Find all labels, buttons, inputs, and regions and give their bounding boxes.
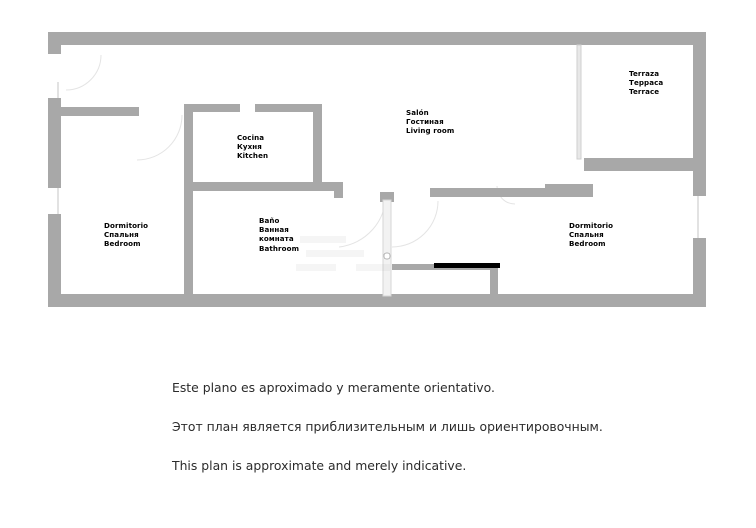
room-label-terrace-en: Terrace <box>629 87 660 97</box>
wall-bathroom-notch <box>334 188 343 198</box>
wall-hall-right <box>430 188 545 197</box>
room-label-kitchen: Cocina Кухня Kitchen <box>237 133 268 161</box>
wall-terrace-bottom <box>584 158 706 171</box>
door-arc-entry <box>65 54 102 91</box>
door-arc-hall-left <box>338 193 387 248</box>
wall-left-lower <box>48 214 61 306</box>
room-label-bathroom-ru-1: Ванная <box>259 225 289 235</box>
wall-right-lower <box>693 238 706 307</box>
room-label-kitchen-ru: Кухня <box>237 142 262 152</box>
disclaimer-es: Este plano es aproximado y meramente ori… <box>172 380 495 395</box>
room-label-terrace: Terraza Терраса Terrace <box>629 69 663 97</box>
room-label-bedroom-right: Dormitorio Спальня Bedroom <box>569 221 613 249</box>
room-label-living-room-es: Salón <box>406 108 429 117</box>
partition-hallway <box>382 199 392 297</box>
room-label-kitchen-es: Cocina <box>237 133 265 142</box>
disclaimer-ru: Этот план является приблизительным и лиш… <box>172 419 603 434</box>
room-label-bathroom-es: Baño <box>259 216 280 225</box>
room-label-terrace-ru: Терраса <box>629 78 664 88</box>
wall-bathroom-top-right <box>313 182 343 191</box>
wall-kitchen-top-right <box>255 104 321 112</box>
wall-left-middle <box>48 98 61 188</box>
wall-right-upper <box>693 32 706 196</box>
wall-kitchen-bottom <box>184 182 322 191</box>
room-label-bedroom-right-en: Bedroom <box>569 239 606 249</box>
wall-bottom <box>48 294 706 307</box>
wall-hall-pier-cap <box>380 192 394 202</box>
room-label-bedroom-left-es: Dormitorio <box>104 221 149 230</box>
door-arc-bedroom-left <box>136 114 183 161</box>
room-label-terrace-es: Terraza <box>629 69 660 78</box>
wall-bathroom-left <box>184 191 193 296</box>
disclaimer-en: This plan is approximate and merely indi… <box>172 458 467 473</box>
wall-left-top-stub <box>48 32 61 54</box>
wall-bedroom-left-top <box>61 107 139 116</box>
wall-kitchen-left <box>184 104 193 190</box>
room-label-living-room: Salón Гостиная Living room <box>406 108 454 136</box>
room-label-bedroom-left: Dormitorio Спальня Bedroom <box>104 221 148 249</box>
sliding-partitions <box>382 44 582 297</box>
walls <box>48 32 706 307</box>
window-openings <box>57 82 699 238</box>
wall-counter-return <box>490 264 498 296</box>
room-label-bedroom-left-ru: Спальня <box>104 230 139 240</box>
wall-top-terrace <box>596 32 706 45</box>
glazing-terrace <box>576 44 582 160</box>
room-label-living-room-ru: Гостиная <box>406 117 444 127</box>
room-label-bathroom-en: Bathroom <box>259 243 300 253</box>
wall-hall-right-end <box>536 188 545 197</box>
room-label-bedroom-left-en: Bedroom <box>104 239 141 249</box>
room-label-bathroom: Baño Ванная комната Bathroom <box>259 216 299 253</box>
wall-top-main <box>48 32 584 45</box>
room-label-bedroom-right-es: Dormitorio <box>569 221 614 230</box>
disclaimer-block: Este plano es aproximado y meramente ori… <box>172 380 732 473</box>
door-pivot-icon <box>383 252 391 260</box>
wall-kitchen-top-left <box>184 104 240 112</box>
door-swing-arcs <box>65 54 516 248</box>
room-label-bathroom-ru-2: комната <box>259 234 294 244</box>
counter-furniture <box>434 263 500 268</box>
room-label-bedroom-right-ru: Спальня <box>569 230 604 240</box>
door-arc-hall-right <box>391 200 439 248</box>
wall-terrace-inner-return <box>545 184 593 197</box>
wall-kitchen-right <box>313 104 322 190</box>
room-label-kitchen-en: Kitchen <box>237 151 269 161</box>
room-label-living-room-en: Living room <box>406 126 455 136</box>
